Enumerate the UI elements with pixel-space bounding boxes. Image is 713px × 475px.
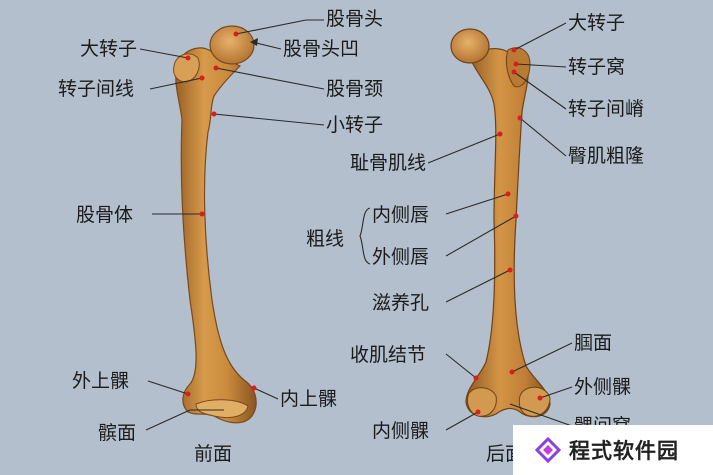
label-fovea: 股骨头凹 — [283, 38, 359, 60]
label-intertrochanteric-line: 转子间线 — [58, 78, 134, 100]
marker-intertrochanteric-line — [199, 75, 205, 81]
marker-femoral-head — [233, 31, 239, 37]
anterior-annotations: 股骨头 股骨头凹 大转子 转子间线 股骨颈 小转子 股骨体 外上髁 内上髁 髌面… — [58, 8, 383, 465]
marker-pectineal-line — [497, 131, 503, 137]
femur-anterior-body — [175, 47, 257, 424]
caption-anterior: 前面 — [194, 443, 232, 465]
greater-trochanter-posterior — [505, 47, 531, 88]
femur-posterior — [450, 28, 551, 418]
femoral-head-posterior — [450, 28, 490, 64]
marker-lesser-trochanter — [211, 111, 217, 117]
posterior-annotations: 大转子 转子窝 转子间嵴 臀肌粗隆 耻骨肌线 粗线 内侧唇 外侧唇 滋养孔 收肌… — [306, 12, 644, 465]
marker-gluteal-tuberosity — [517, 115, 523, 121]
label-pectineal-line: 耻骨肌线 — [350, 152, 426, 174]
label-adductor-tubercle: 收肌结节 — [350, 344, 426, 366]
label-lesser-trochanter: 小转子 — [326, 114, 383, 136]
label-lateral-lip: 外侧唇 — [372, 246, 429, 268]
diamond-logo-icon — [535, 437, 561, 463]
label-trochanteric-fossa: 转子窝 — [568, 56, 625, 78]
femur-posterior-body — [465, 48, 551, 418]
marker-femoral-neck — [213, 65, 219, 71]
marker-medial-condyle — [475, 409, 481, 415]
femoral-head-anterior — [209, 25, 255, 65]
marker-shaft — [199, 211, 205, 217]
label-greater-trochanter-anterior: 大转子 — [80, 38, 137, 60]
label-linea-aspera: 粗线 — [306, 228, 344, 250]
brace-linea-aspera-icon — [359, 207, 371, 265]
marker-adductor-tubercle — [473, 375, 479, 381]
marker-medial-lip — [505, 191, 511, 197]
marker-greater-trochanter-anterior — [185, 55, 191, 61]
label-intertrochanteric-crest: 转子间嵴 — [568, 98, 644, 120]
arrow-fovea-icon — [250, 38, 258, 46]
label-lateral-condyle: 外侧髁 — [574, 376, 631, 398]
marker-popliteal-surface — [509, 369, 515, 375]
condyles-anterior — [195, 399, 249, 419]
label-shaft: 股骨体 — [76, 204, 133, 226]
marker-medial-epicondyle — [251, 385, 257, 391]
greater-trochanter-anterior — [173, 53, 200, 83]
marker-lateral-condyle — [537, 395, 543, 401]
label-lateral-epicondyle: 外上髁 — [72, 370, 129, 392]
condyle-medial-posterior — [467, 387, 497, 417]
label-medial-condyle: 内侧髁 — [372, 420, 429, 442]
label-nutrient-foramen: 滋养孔 — [372, 292, 429, 314]
label-femoral-neck: 股骨颈 — [326, 78, 383, 100]
label-femoral-head-top: 股骨头 — [326, 8, 383, 30]
watermark-text: 程式软件园 — [569, 439, 679, 463]
label-gluteal-tuberosity: 臀肌粗隆 — [568, 145, 644, 167]
watermark-badge: 程式软件园 — [513, 425, 713, 475]
label-medial-lip: 内侧唇 — [372, 204, 429, 226]
label-greater-trochanter-posterior: 大转子 — [568, 12, 625, 34]
marker-nutrient-foramen — [507, 267, 513, 273]
label-patellar-surface: 髌面 — [98, 422, 136, 444]
marker-lateral-epicondyle — [185, 391, 191, 397]
marker-greater-trochanter-posterior — [511, 47, 517, 53]
label-popliteal-surface: 腘面 — [574, 332, 612, 354]
marker-intertrochanteric-crest — [511, 69, 517, 75]
marker-lateral-lip — [513, 213, 519, 219]
marker-trochanteric-fossa — [513, 61, 519, 67]
label-medial-epicondyle: 内上髁 — [280, 388, 337, 410]
femur-anterior — [173, 25, 257, 424]
